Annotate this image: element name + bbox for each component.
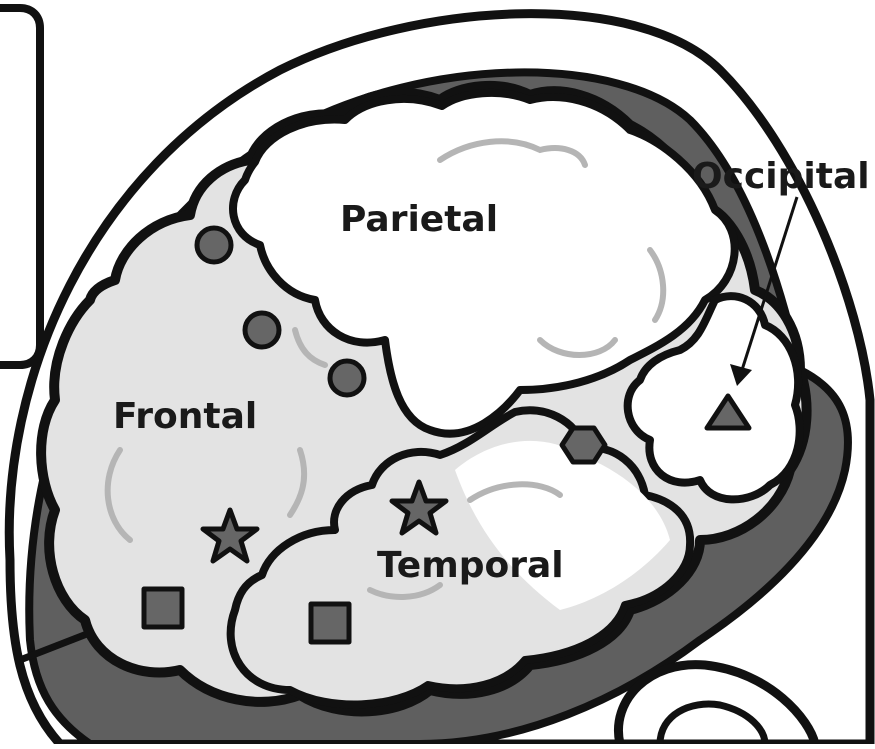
label-occipital: Occipital (692, 156, 870, 197)
hexagon-marker (562, 428, 605, 462)
circle-marker-1 (197, 228, 231, 262)
circle-marker-3 (330, 361, 364, 395)
square-marker-temporal (311, 604, 349, 642)
left-panel-edge (0, 8, 40, 365)
square-marker-frontal (144, 589, 182, 627)
label-frontal: Frontal (113, 396, 257, 437)
circle-marker-2 (245, 313, 279, 347)
label-parietal: Parietal (340, 199, 498, 240)
label-temporal: Temporal (377, 545, 564, 586)
